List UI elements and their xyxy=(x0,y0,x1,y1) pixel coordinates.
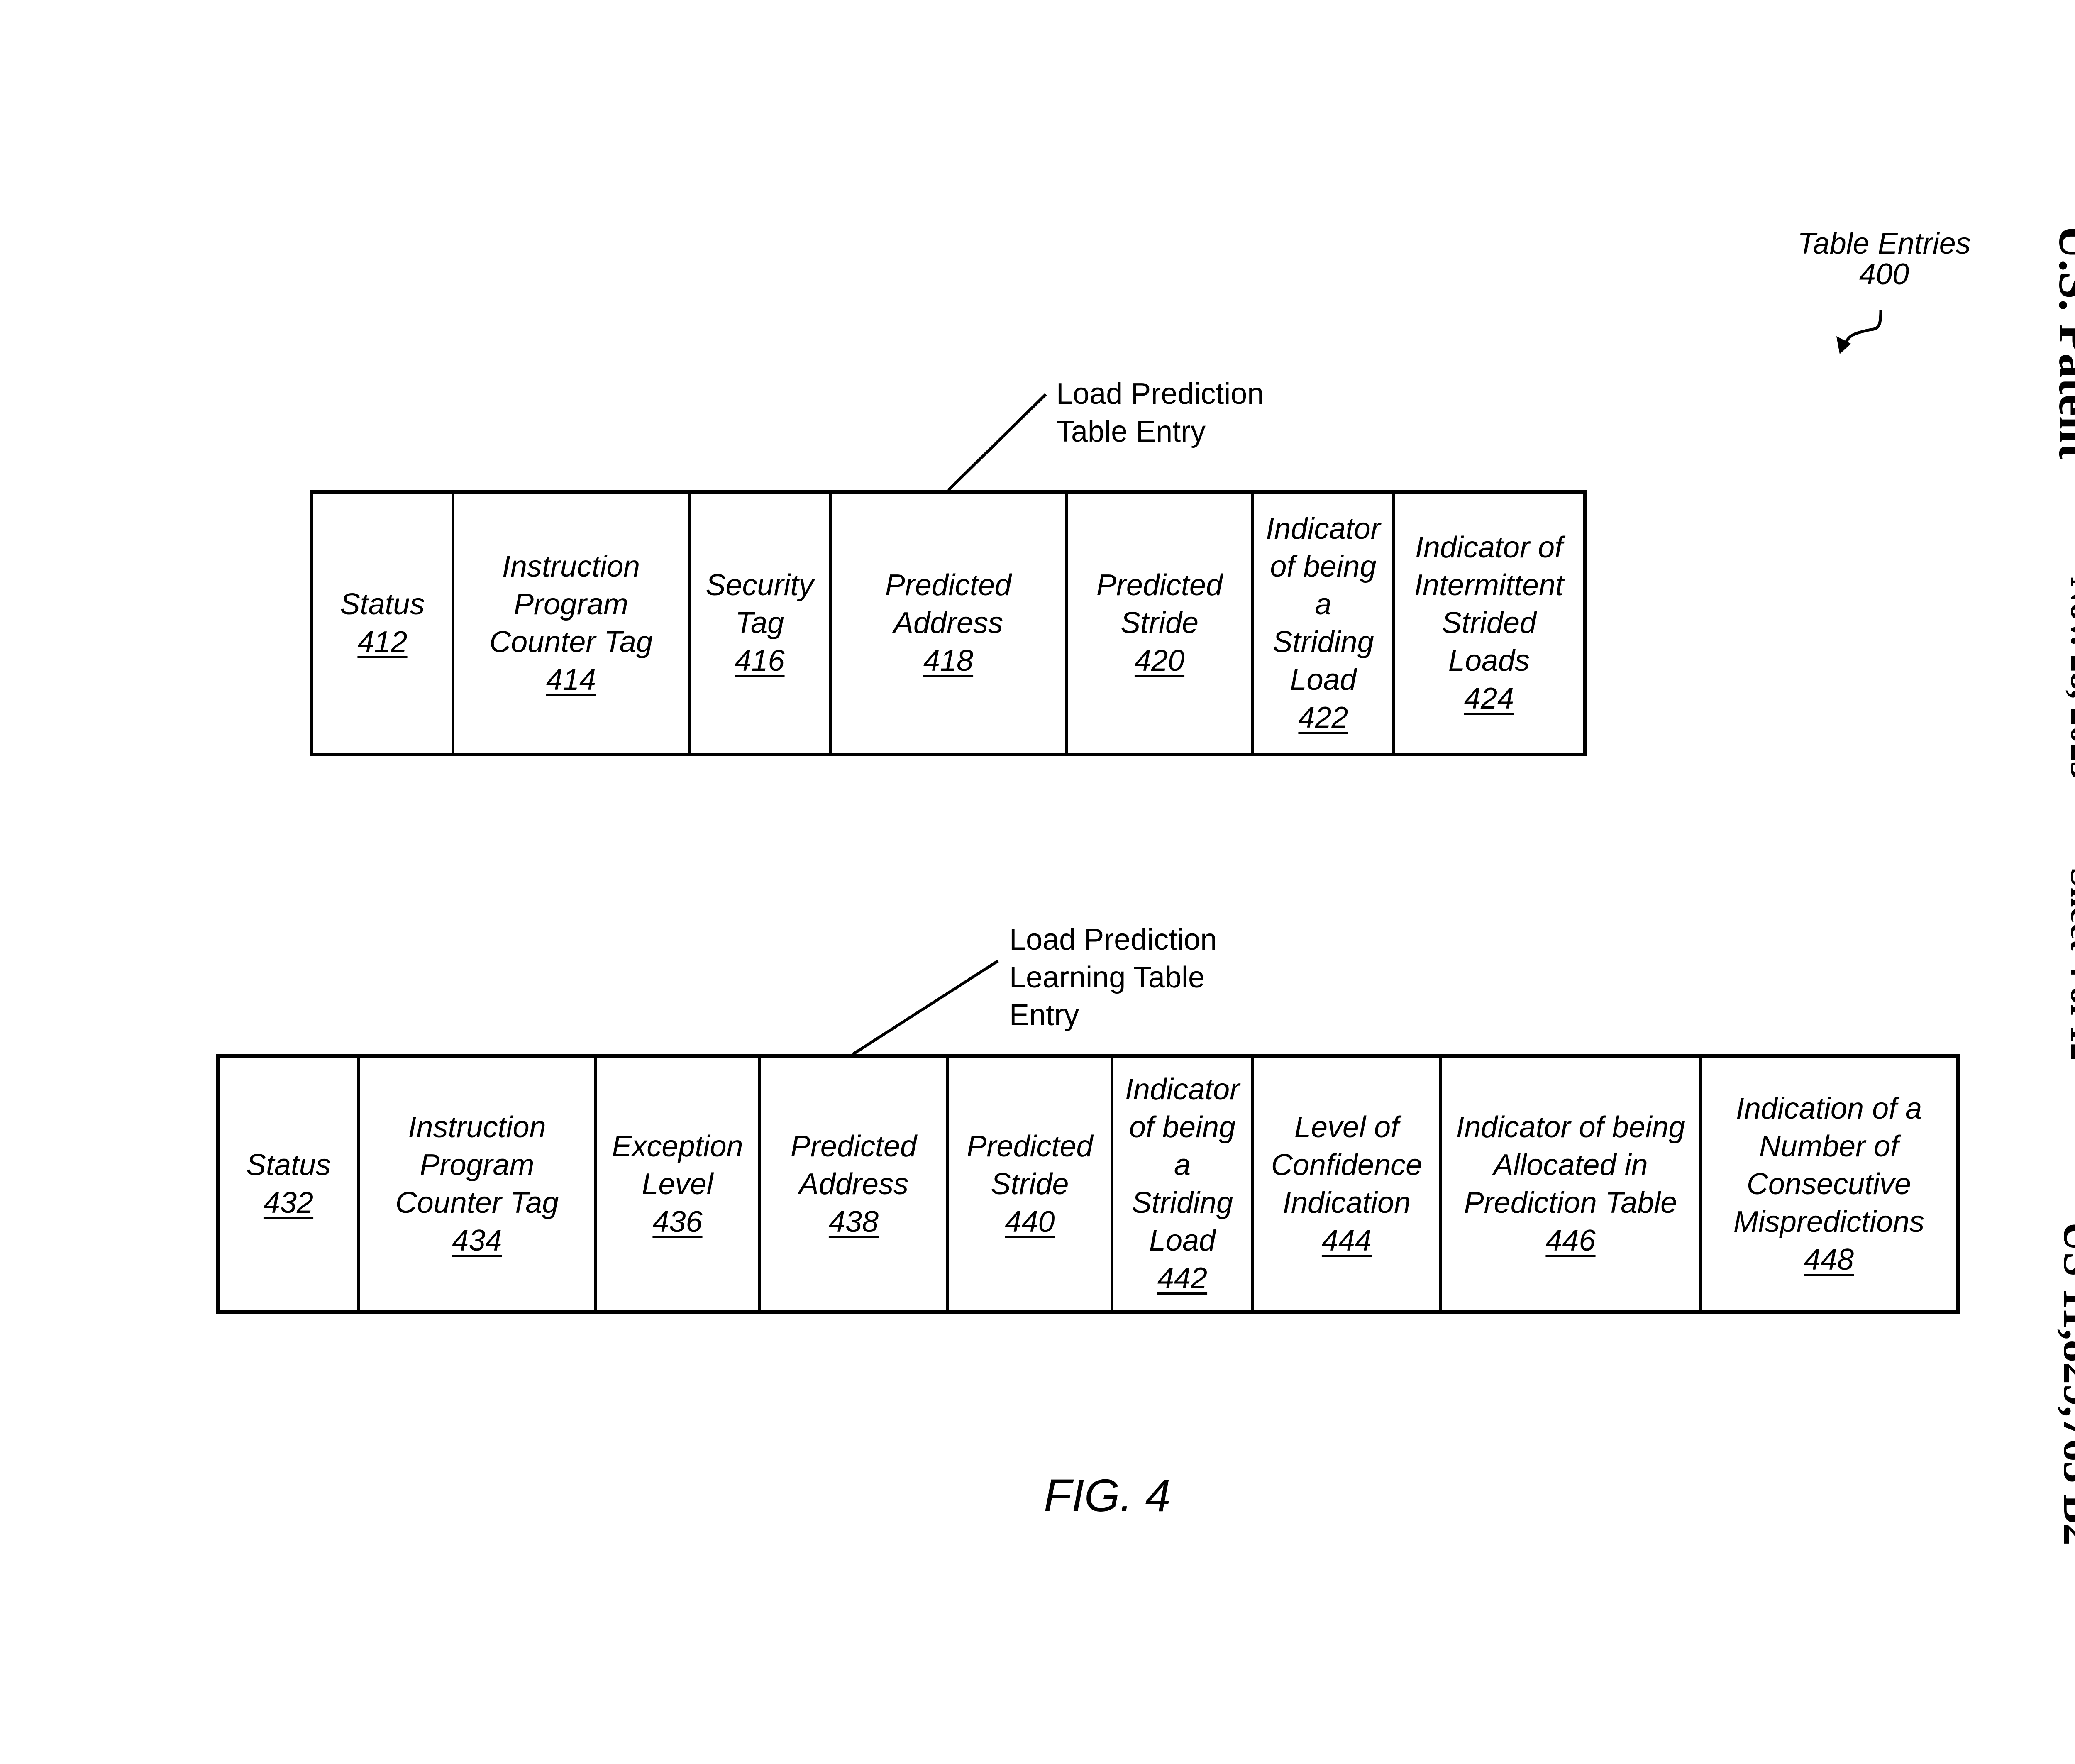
prediction-entry-callout-title: Load Prediction Table Entry xyxy=(1056,377,1264,448)
field-ref: 424 xyxy=(1464,682,1514,715)
field-ref: 434 xyxy=(452,1224,502,1257)
field-label: Security Tag xyxy=(706,569,814,640)
field-ref: 442 xyxy=(1157,1262,1208,1295)
arrow-head-icon xyxy=(1836,336,1851,354)
field-ref: 416 xyxy=(735,644,785,677)
field-predicted-stride: Predicted Stride 420 xyxy=(1068,494,1254,753)
prediction-entry-callout: Load Prediction Table Entry 410 xyxy=(1056,337,1264,564)
figure-label: FIG. 4 xyxy=(1044,1470,1171,1521)
learning-table-entry: Status 432 Instruction Program Counter T… xyxy=(216,1054,1960,1314)
field-label: Exception Level xyxy=(612,1129,743,1201)
field-label: Status xyxy=(340,587,425,621)
field-ref: 418 xyxy=(923,644,974,677)
field-label: Indicator of being a Striding Load xyxy=(1266,512,1381,696)
table-entries-ref: 400 xyxy=(1859,258,1909,291)
field-ref: 444 xyxy=(1321,1224,1372,1257)
field-consecutive-mispredictions: Indication of a Number of Consecutive Mi… xyxy=(1702,1058,1956,1310)
field-predicted-address: Predicted Address 438 xyxy=(761,1058,949,1310)
field-ref: 448 xyxy=(1804,1243,1854,1276)
field-ref: 438 xyxy=(828,1205,879,1239)
field-label: Predicted Address xyxy=(790,1129,917,1201)
field-striding-load-indicator: Indicator of being a Striding Load 442 xyxy=(1113,1058,1254,1310)
prediction-table-entry: Status 412 Instruction Program Counter T… xyxy=(310,490,1587,756)
field-label: Predicted Stride xyxy=(967,1129,1093,1201)
field-striding-load-indicator: Indicator of being a Striding Load 422 xyxy=(1254,494,1395,753)
field-instruction-pc-tag: Instruction Program Counter Tag 434 xyxy=(360,1058,597,1310)
field-confidence-level: Level of Confidence Indication 444 xyxy=(1254,1058,1442,1310)
squiggle-arrow-icon xyxy=(1843,310,1882,345)
field-ref: 420 xyxy=(1134,644,1185,677)
field-ref: 440 xyxy=(1005,1205,1055,1239)
table-entries-label: Table Entries 400 xyxy=(1784,228,1984,290)
field-label: Indicator of Intermittent Strided Loads xyxy=(1414,531,1564,677)
field-ref: 422 xyxy=(1298,701,1348,734)
table-entries-title: Table Entries xyxy=(1797,227,1971,260)
field-predicted-address: Predicted Address 418 xyxy=(832,494,1068,753)
field-intermittent-strided-indicator: Indicator of Intermittent Strided Loads … xyxy=(1395,494,1583,753)
field-instruction-pc-tag: Instruction Program Counter Tag 414 xyxy=(454,494,691,753)
field-ref: 412 xyxy=(357,625,408,659)
field-status: Status 432 xyxy=(220,1058,360,1310)
field-label: Indicator of being a Striding Load xyxy=(1125,1073,1240,1257)
field-ref: 432 xyxy=(263,1186,314,1219)
field-label: Instruction Program Counter Tag xyxy=(395,1111,559,1219)
field-ref: 436 xyxy=(652,1205,703,1239)
field-ref: 446 xyxy=(1545,1224,1596,1257)
field-label: Indication of a Number of Consecutive Mi… xyxy=(1733,1092,1925,1239)
prediction-entry-leader-line xyxy=(947,393,1047,491)
learning-entry-callout-title: Load Prediction Learning Table Entry xyxy=(1009,923,1217,1032)
field-label: Predicted Stride xyxy=(1096,569,1223,640)
field-label: Predicted Address xyxy=(885,569,1012,640)
field-label: Indicator of being Allocated in Predicti… xyxy=(1456,1111,1685,1219)
field-label: Instruction Program Counter Tag xyxy=(489,550,653,659)
field-allocated-indicator: Indicator of being Allocated in Predicti… xyxy=(1442,1058,1702,1310)
learning-entry-leader-line xyxy=(852,960,999,1055)
field-predicted-stride: Predicted Stride 440 xyxy=(949,1058,1113,1310)
field-label: Level of Confidence Indication xyxy=(1271,1111,1423,1219)
field-ref: 414 xyxy=(546,663,596,696)
field-exception-level: Exception Level 436 xyxy=(597,1058,761,1310)
field-status: Status 412 xyxy=(313,494,454,753)
field-label: Status xyxy=(246,1148,331,1182)
field-security-tag: Security Tag 416 xyxy=(691,494,832,753)
